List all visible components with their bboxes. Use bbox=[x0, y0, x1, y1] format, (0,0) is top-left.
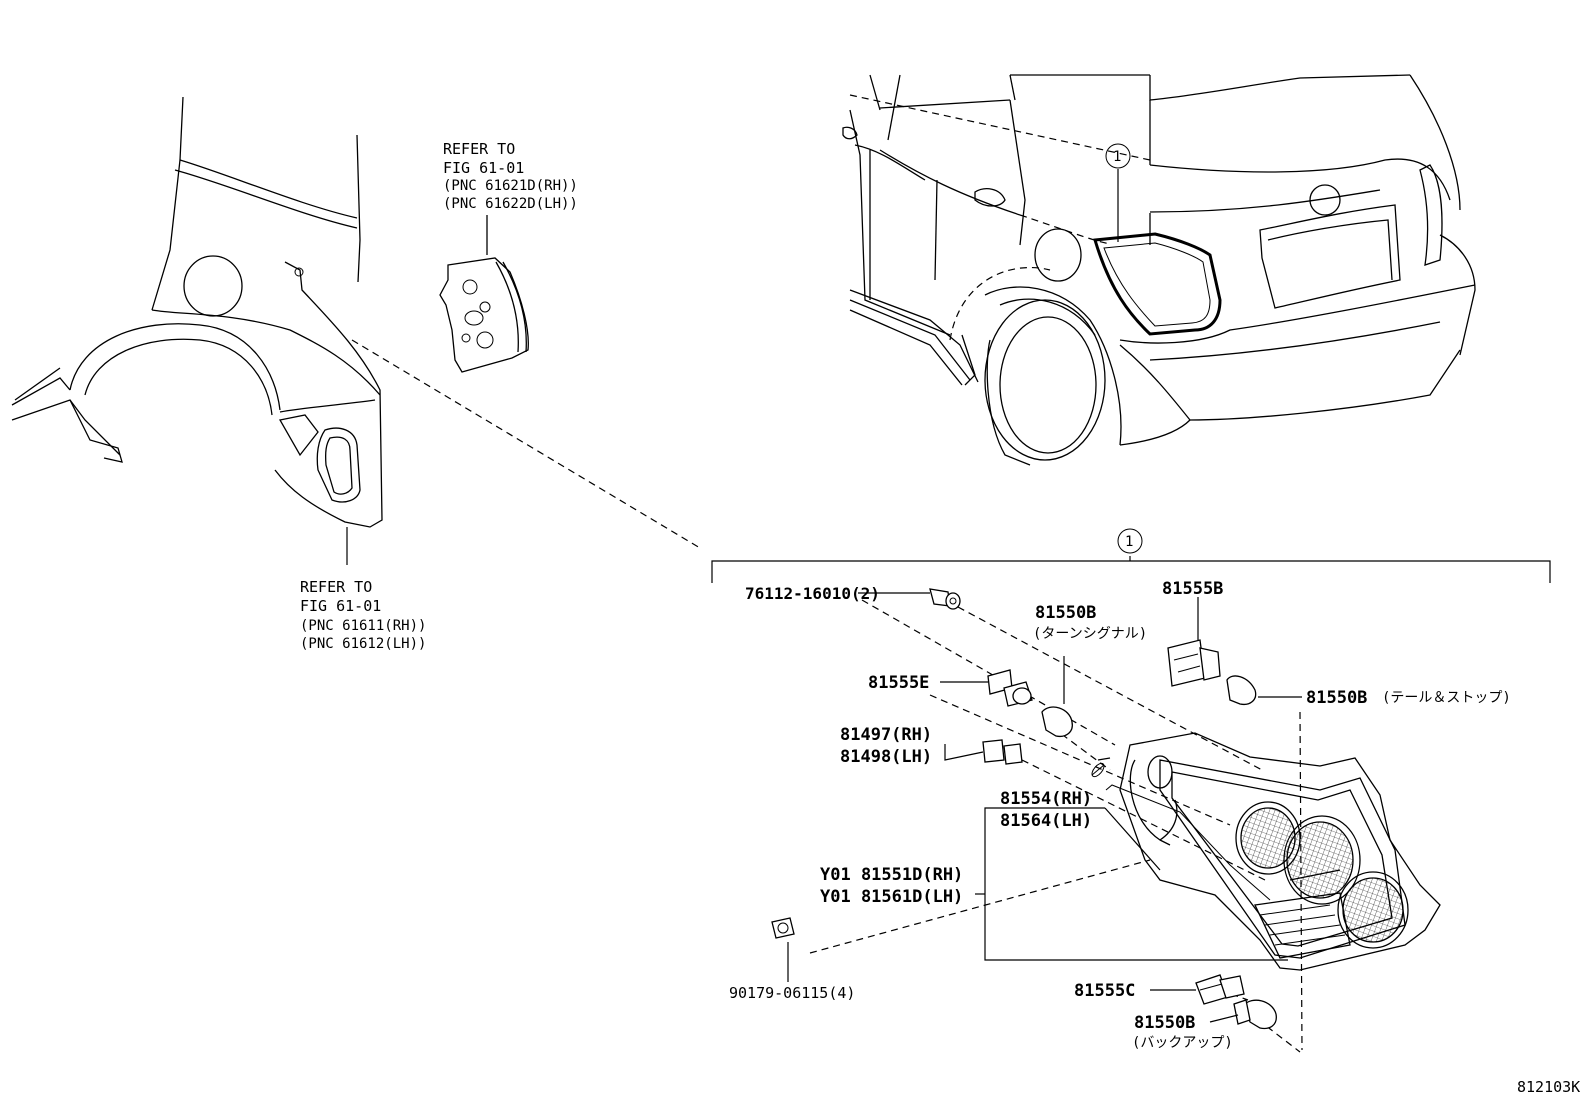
svg-text:1: 1 bbox=[1113, 149, 1121, 165]
svg-text:REFER TO: REFER TO bbox=[443, 140, 515, 158]
vehicle-rear-drawing bbox=[842, 74, 1476, 466]
label-gasket-lh: 81564(LH) bbox=[1000, 811, 1092, 831]
bulb-turn-part bbox=[1041, 656, 1073, 738]
label-bulb-back: 81550B bbox=[1134, 1013, 1195, 1033]
bulb-back-part bbox=[1209, 999, 1277, 1030]
lamp-assembly-drawing bbox=[1097, 732, 1441, 971]
label-bulb-turn: 81550B bbox=[1035, 603, 1096, 623]
quarter-panel-drawing bbox=[11, 96, 383, 565]
label-nut: 90179-06115(4) bbox=[729, 984, 855, 1002]
svg-text:1: 1 bbox=[1125, 534, 1133, 550]
lamp-leaders bbox=[975, 807, 1288, 961]
label-lamp-lh: Y01 81561D(LH) bbox=[820, 887, 963, 907]
label-bulb-turn-note: (ターンシグナル) bbox=[1033, 626, 1147, 642]
side-marker-part bbox=[944, 739, 1023, 765]
svg-text:FIG 61-01: FIG 61-01 bbox=[443, 159, 524, 177]
label-gasket-rh: 81554(RH) bbox=[1000, 789, 1092, 809]
label-bulb-tail: 81550B bbox=[1306, 688, 1367, 708]
lamp-bracket-drawing bbox=[439, 215, 529, 373]
label-side-marker-lh: 81498(LH) bbox=[840, 747, 932, 767]
socket-c-part bbox=[1150, 974, 1245, 1005]
clip-part bbox=[1091, 762, 1105, 778]
callout-top: 1 bbox=[1105, 143, 1131, 169]
svg-text:REFER TO: REFER TO bbox=[300, 578, 372, 596]
label-socket-e: 81555E bbox=[868, 673, 929, 693]
label-bulb-tail-note: (テール＆ストップ) bbox=[1382, 690, 1511, 706]
diagram-id: 812103K bbox=[1517, 1078, 1580, 1096]
label-bulb-back-note: (バックアップ) bbox=[1132, 1035, 1233, 1051]
svg-text:FIG 61-01: FIG 61-01 bbox=[300, 597, 381, 615]
svg-text:(PNC 61621D(RH)): (PNC 61621D(RH)) bbox=[443, 178, 578, 194]
bulb-tail-part bbox=[1226, 675, 1302, 706]
label-socket-c: 81555C bbox=[1074, 981, 1135, 1001]
assembly-bracket: 1 bbox=[711, 528, 1551, 583]
panel-to-lamp-leader bbox=[351, 339, 701, 549]
screw-part bbox=[858, 588, 961, 610]
svg-text:(PNC 61622D(LH)): (PNC 61622D(LH)) bbox=[443, 196, 578, 212]
socket-e-part bbox=[940, 669, 1033, 707]
refer-note-upper: REFER TO FIG 61-01 (PNC 61621D(RH)) (PNC… bbox=[443, 140, 578, 212]
nut-part bbox=[771, 917, 795, 982]
tail-lamp-highlight bbox=[1093, 232, 1222, 336]
label-lamp-rh: Y01 81551D(RH) bbox=[820, 865, 963, 885]
label-side-marker-rh: 81497(RH) bbox=[840, 725, 932, 745]
socket-b-part bbox=[1167, 597, 1221, 687]
svg-text:(PNC 61612(LH)): (PNC 61612(LH)) bbox=[300, 636, 426, 652]
label-screw: 76112-16010(2) bbox=[745, 584, 880, 603]
svg-text:(PNC 61611(RH)): (PNC 61611(RH)) bbox=[300, 618, 426, 634]
label-socket-b: 81555B bbox=[1162, 579, 1223, 599]
refer-note-lower: REFER TO FIG 61-01 (PNC 61611(RH)) (PNC … bbox=[300, 578, 426, 652]
